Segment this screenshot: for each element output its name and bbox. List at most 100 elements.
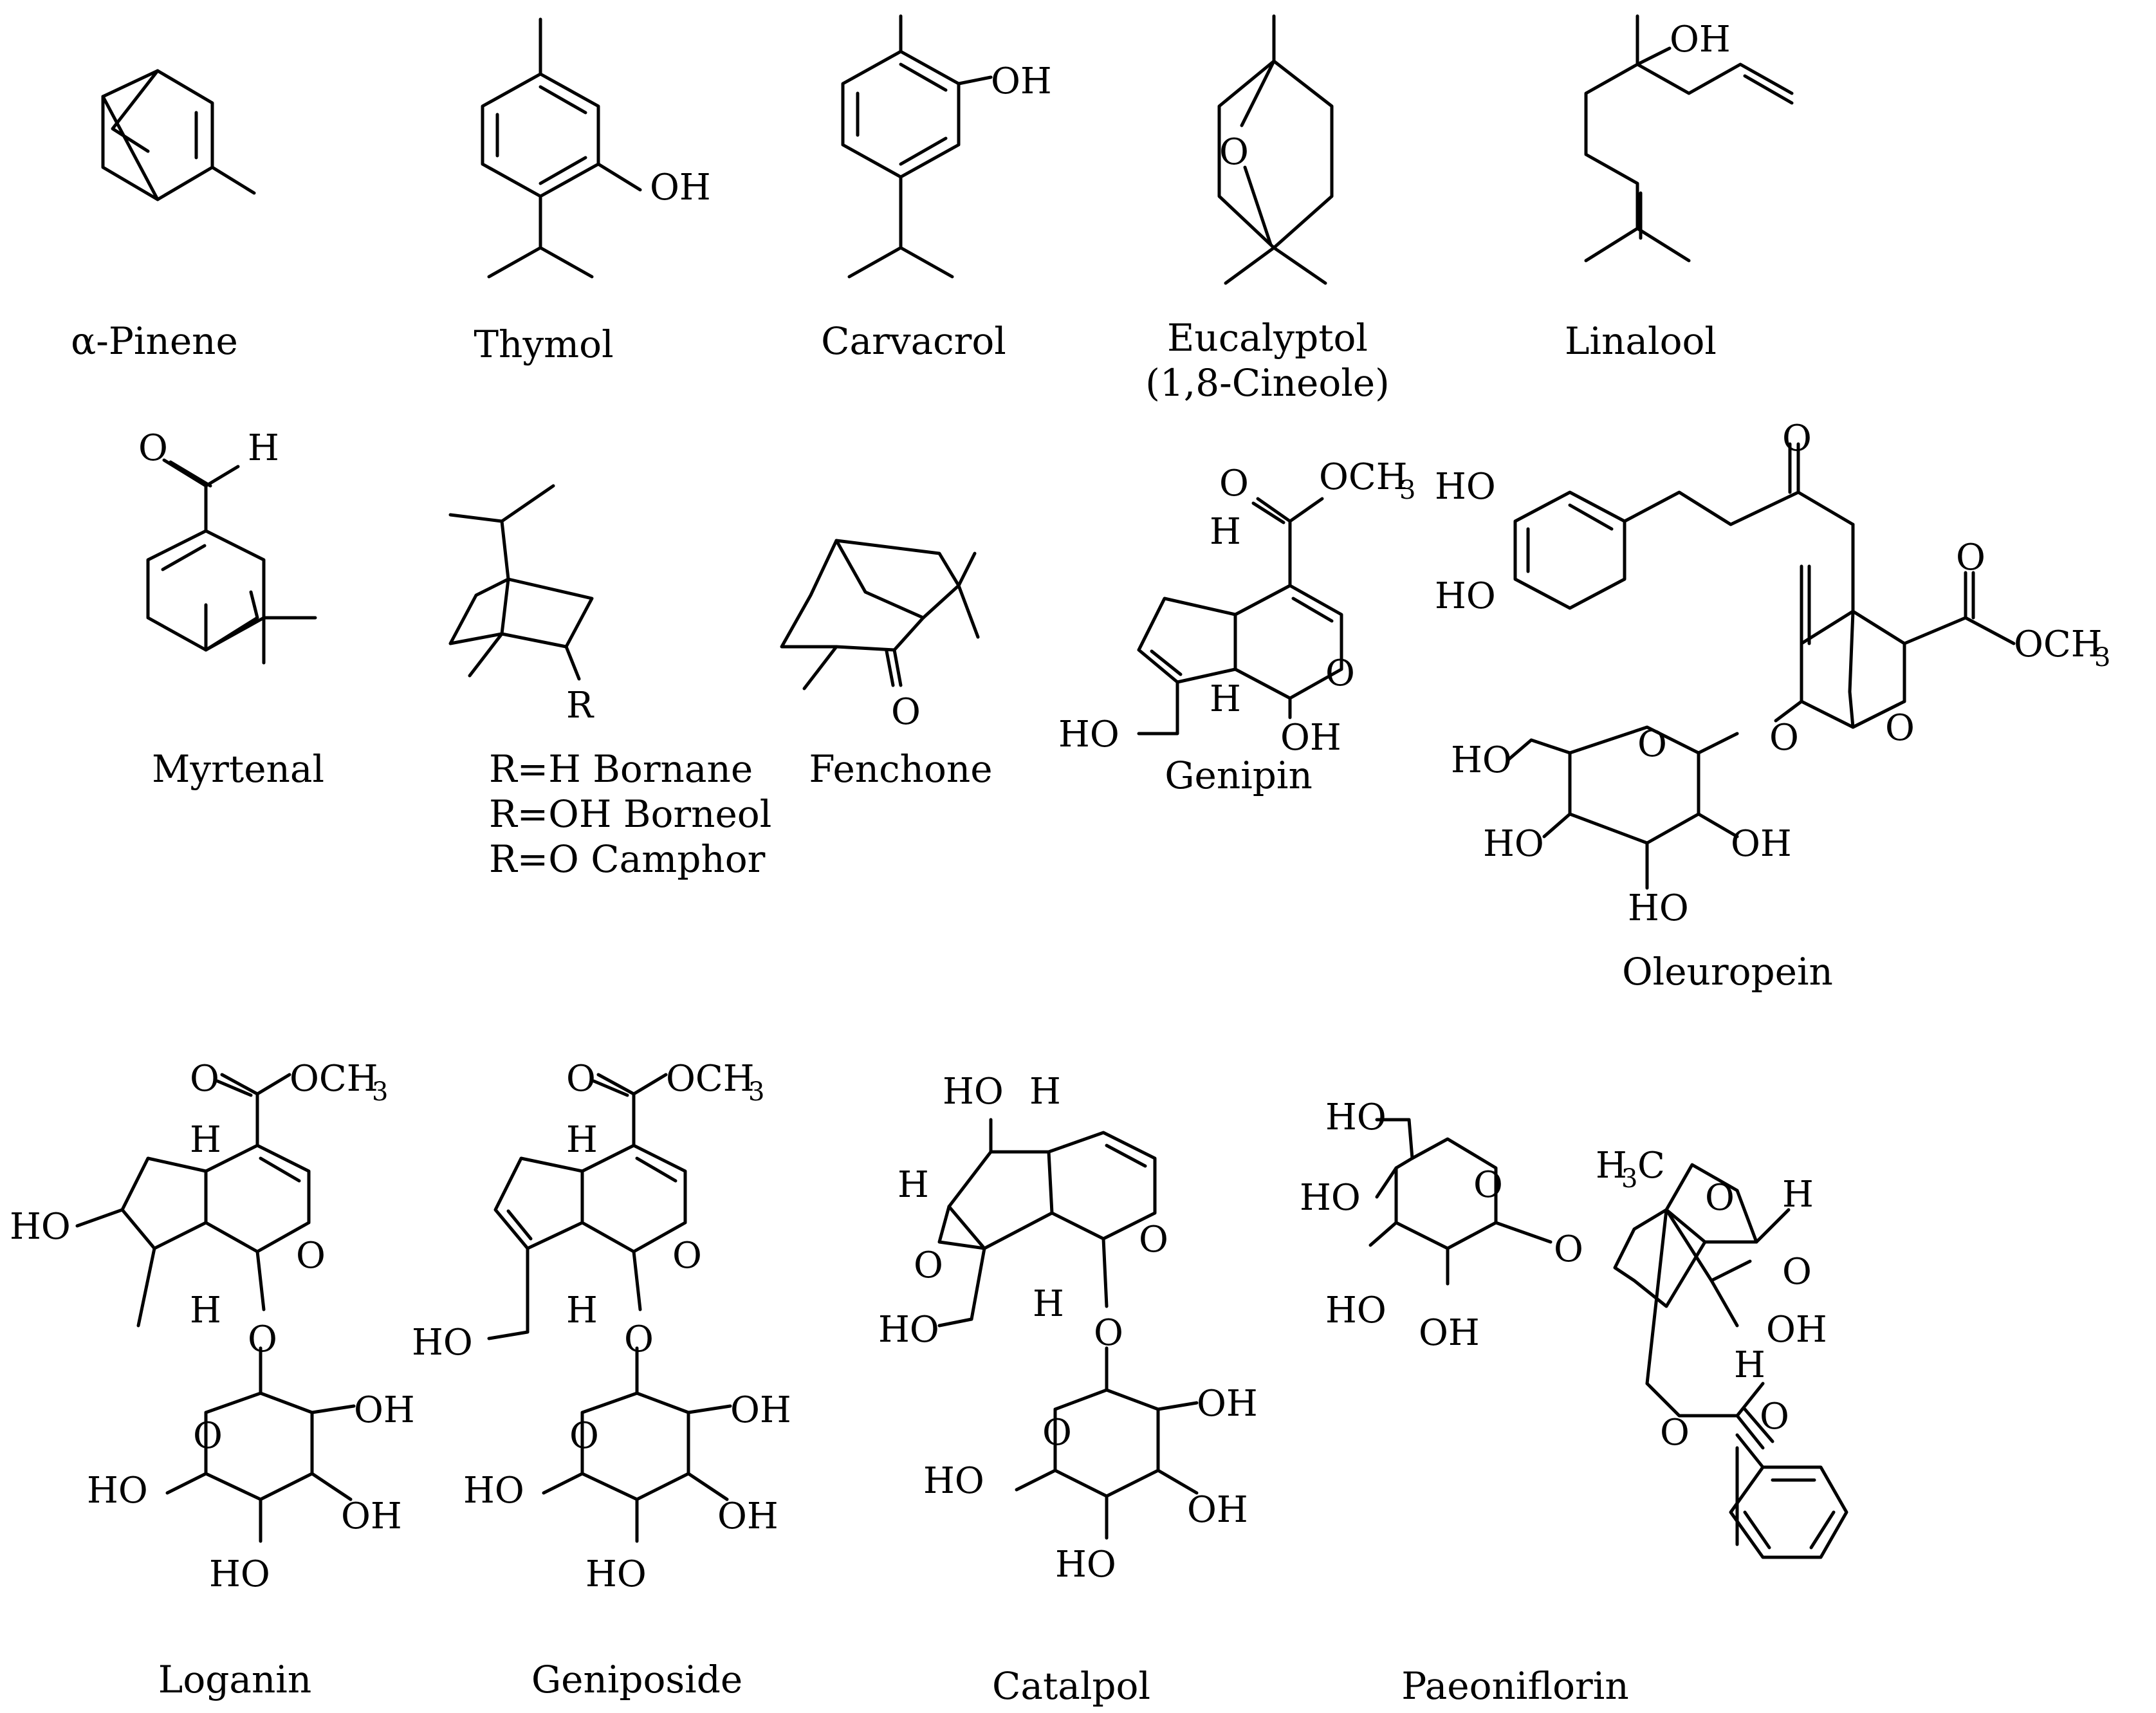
atom-oh: OH bbox=[730, 1389, 791, 1431]
myrtenal-structure bbox=[146, 458, 317, 665]
compound-name-thymol: Thymol bbox=[474, 322, 613, 366]
atom-oh: OH bbox=[354, 1389, 415, 1431]
genipin-structure bbox=[1137, 497, 1343, 736]
atom-ho: HO bbox=[463, 1470, 524, 1512]
atom-o: O bbox=[624, 1319, 654, 1360]
atom-ho: HO bbox=[923, 1460, 984, 1502]
atom-oh: OH bbox=[1197, 1383, 1258, 1425]
atom-ho: HO bbox=[1435, 466, 1496, 508]
atom-o: O bbox=[1956, 537, 1986, 579]
atom-och3: OCH bbox=[2014, 624, 2103, 665]
atom-o: O bbox=[296, 1235, 326, 1277]
atom-och3: OCH bbox=[1319, 456, 1408, 498]
atom-h: H bbox=[190, 1290, 221, 1331]
compound-name-borneol: R=OH Borneol bbox=[489, 792, 771, 836]
atom-o: O bbox=[569, 1415, 599, 1457]
atom-h: H bbox=[1782, 1174, 1814, 1216]
catalpol-structure bbox=[937, 1118, 1199, 1540]
atom-o: O bbox=[193, 1415, 223, 1457]
compound-name-eucalyptol: Eucalyptol bbox=[1167, 316, 1368, 360]
atom-o: O bbox=[1219, 131, 1249, 173]
compound-name-oleuropein: Oleuropein bbox=[1622, 950, 1833, 994]
atom-oh: OH bbox=[650, 167, 711, 208]
atom-o: O bbox=[1760, 1396, 1789, 1438]
carvacrol-structure bbox=[841, 14, 993, 279]
atom-o: O bbox=[1769, 717, 1799, 759]
atom-o: O bbox=[190, 1058, 219, 1100]
fenchone-structure bbox=[780, 539, 980, 690]
atom-ho: HO bbox=[585, 1553, 647, 1595]
atom-h3c: H bbox=[1596, 1145, 1627, 1187]
atom-o: O bbox=[1705, 1177, 1735, 1219]
atom-ho: HO bbox=[1300, 1177, 1361, 1219]
atom-c: C bbox=[1637, 1145, 1665, 1187]
atom-subscript: 3 bbox=[748, 1077, 764, 1107]
compound-name-bornane: R=H Bornane bbox=[489, 747, 753, 791]
atom-h: H bbox=[190, 1119, 221, 1161]
atom-oh: OH bbox=[1280, 717, 1341, 759]
atom-ho: HO bbox=[1325, 1097, 1387, 1138]
atom-o: O bbox=[1637, 723, 1667, 765]
linalool-structure bbox=[1584, 14, 1794, 263]
atom-ho: HO bbox=[878, 1309, 939, 1351]
atom-oh: OH bbox=[1731, 823, 1792, 865]
atom-oh: OH bbox=[1419, 1312, 1480, 1354]
atom-ho: HO bbox=[209, 1553, 270, 1595]
atom-o: O bbox=[1885, 707, 1915, 749]
compound-name-camphor: R=O Camphor bbox=[489, 837, 766, 881]
atom-o: O bbox=[672, 1235, 702, 1277]
alpha-pinene-structure bbox=[101, 69, 256, 201]
atom-oh: OH bbox=[341, 1495, 402, 1537]
paeoniflorin-structure bbox=[1368, 1118, 1848, 1559]
atom-oh: OH bbox=[991, 60, 1052, 102]
atom-och3: OCH bbox=[290, 1058, 378, 1100]
atom-h: H bbox=[566, 1290, 598, 1331]
atom-h: H bbox=[898, 1164, 929, 1206]
atom-h: H bbox=[1210, 678, 1241, 720]
compound-name-fenchone: Fenchone bbox=[809, 747, 992, 791]
atom-o: O bbox=[914, 1245, 943, 1286]
loganin-structure bbox=[75, 1073, 356, 1543]
compound-name-geniposide: Geniposide bbox=[531, 1658, 742, 1701]
compound-name-paeoniflorin: Paeoniflorin bbox=[1401, 1664, 1628, 1708]
atom-ho: HO bbox=[1435, 575, 1496, 617]
atom-subscript: 3 bbox=[2094, 643, 2110, 672]
atom-h: H bbox=[566, 1119, 598, 1161]
atom-r: R bbox=[566, 685, 594, 727]
atom-ho: HO bbox=[412, 1322, 473, 1364]
atom-o: O bbox=[566, 1058, 596, 1100]
atom-ho: HO bbox=[1451, 739, 1512, 781]
atom-och3: OCH bbox=[666, 1058, 755, 1100]
atom-o: O bbox=[1325, 653, 1355, 694]
oleuropein-structure bbox=[1507, 442, 2016, 890]
atom-subscript: 3 bbox=[1621, 1164, 1637, 1194]
atom-oh: OH bbox=[1187, 1489, 1248, 1531]
atom-ho: HO bbox=[1628, 887, 1689, 929]
compound-name-loganin: Loganin bbox=[158, 1658, 311, 1701]
atom-subscript: 3 bbox=[372, 1077, 388, 1107]
atom-ho: HO bbox=[1483, 823, 1544, 865]
atom-h: H bbox=[248, 427, 279, 469]
atom-o: O bbox=[1660, 1412, 1690, 1454]
eucalyptol-structure bbox=[1217, 14, 1334, 285]
atom-ho: HO bbox=[10, 1206, 71, 1248]
atom-o: O bbox=[1042, 1412, 1072, 1454]
atom-ho: HO bbox=[1058, 714, 1119, 755]
atom-h: H bbox=[1210, 511, 1241, 553]
atom-h: H bbox=[1029, 1071, 1061, 1113]
compound-name-myrtenal: Myrtenal bbox=[152, 747, 324, 791]
atom-h: H bbox=[1734, 1344, 1765, 1386]
atom-o: O bbox=[1473, 1164, 1503, 1206]
atom-ho: HO bbox=[1055, 1544, 1116, 1586]
compound-name-catalpol: Catalpol bbox=[992, 1664, 1150, 1708]
bornane-structure bbox=[448, 484, 594, 681]
atom-o: O bbox=[138, 427, 168, 469]
atom-o: O bbox=[1094, 1312, 1123, 1354]
thymol-structure bbox=[481, 17, 642, 279]
atom-o: O bbox=[891, 691, 921, 733]
compound-name-carvacrol: Carvacrol bbox=[821, 319, 1006, 363]
atom-o: O bbox=[1139, 1219, 1168, 1261]
atom-o: O bbox=[1782, 418, 1812, 459]
atom-ho: HO bbox=[87, 1470, 148, 1512]
